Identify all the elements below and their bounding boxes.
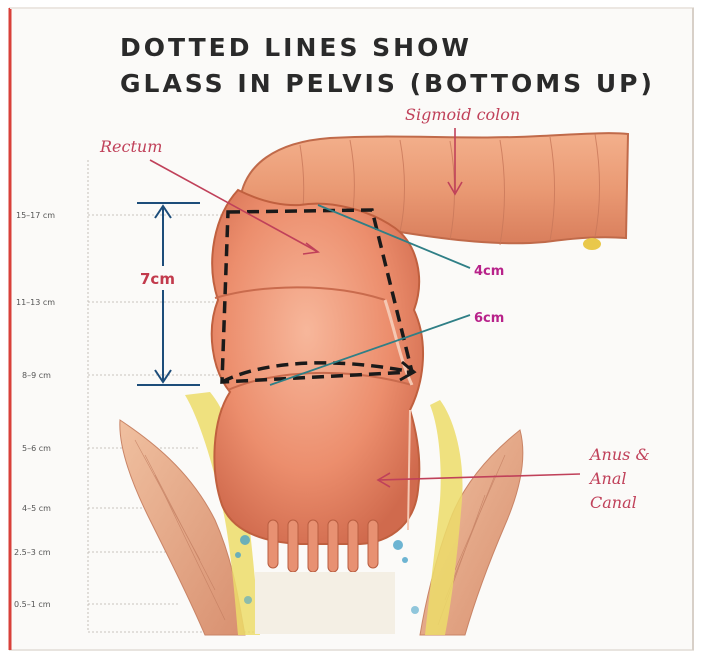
- label-6cm: 6cm: [474, 311, 504, 326]
- anal-column: [288, 520, 298, 572]
- scale-tick-7: 0.5–1 cm: [14, 600, 51, 609]
- label-sigmoid-colon: Sigmoid colon: [405, 105, 520, 124]
- vessel-dot: [240, 535, 250, 545]
- anal-column: [308, 520, 318, 572]
- scale-tick-1: 15–17 cm: [16, 211, 55, 220]
- vessel-dot: [393, 540, 403, 550]
- scale-tick-4: 5–6 cm: [22, 444, 51, 453]
- anal-column: [368, 520, 378, 568]
- scale-tick-2: 11–13 cm: [16, 298, 55, 307]
- label-anus-line-1: Anus &: [588, 445, 650, 464]
- vessel-dot: [244, 596, 252, 604]
- anal-column: [268, 520, 278, 568]
- label-4cm: 4cm: [474, 264, 504, 279]
- label-7cm: 7cm: [140, 270, 175, 288]
- label-rectum: Rectum: [99, 137, 162, 156]
- vessel-dot: [402, 557, 408, 563]
- anal-opening: [255, 572, 395, 634]
- vessel-dot: [411, 606, 419, 614]
- scale-tick-3: 8–9 cm: [22, 371, 51, 380]
- title-line-1: DOTTED LINES SHOW: [120, 33, 472, 62]
- vessel-dot: [235, 552, 241, 558]
- scale-tick-6: 2.5–3 cm: [14, 548, 51, 557]
- appendix-epiploica: [583, 238, 601, 250]
- scale-tick-5: 4–5 cm: [22, 504, 51, 513]
- anal-column: [348, 520, 358, 572]
- label-anus-line-2: Anal: [588, 469, 627, 488]
- title-line-2: GLASS IN PELVIS (BOTTOMS UP): [120, 69, 655, 98]
- anal-column: [328, 520, 338, 572]
- label-anus-line-3: Canal: [590, 493, 637, 512]
